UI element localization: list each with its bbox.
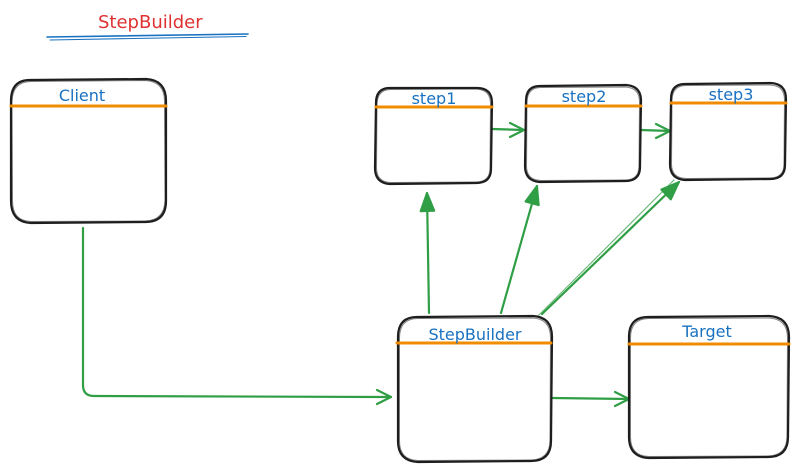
box-stepbuilder[interactable]: StepBuilder xyxy=(395,314,554,464)
edge-line xyxy=(490,127,526,132)
box-target[interactable]: Target xyxy=(627,314,791,460)
edge-line xyxy=(540,180,681,316)
edge-arrowhead xyxy=(524,185,540,207)
title-underline-stroke-2 xyxy=(49,35,247,41)
edge-stepbuilder-to-step3[interactable] xyxy=(537,179,681,317)
box-client-label: Client xyxy=(59,86,105,105)
edge-arrowhead xyxy=(419,192,436,213)
edge-line xyxy=(425,191,431,315)
box-step3-label: step3 xyxy=(709,85,754,104)
edge-line xyxy=(81,226,393,399)
box-step3[interactable]: step3 xyxy=(668,81,788,182)
edge-line-stroke-2 xyxy=(537,179,675,317)
edge-stepbuilder-to-target[interactable] xyxy=(551,390,631,408)
edges-layer xyxy=(81,121,681,408)
edge-stepbuilder-to-step1[interactable] xyxy=(419,191,436,315)
diagram-title: StepBuilder xyxy=(98,12,203,33)
edge-arrowhead xyxy=(508,121,526,139)
edge-step2-to-step3[interactable] xyxy=(639,122,672,140)
box-step1-label: step1 xyxy=(412,89,457,108)
edge-step1-to-step2[interactable] xyxy=(490,121,526,139)
box-step1[interactable]: step1 xyxy=(373,86,494,186)
box-client[interactable]: Client xyxy=(9,77,168,225)
box-step2[interactable]: step2 xyxy=(523,83,643,184)
edge-stepbuilder-to-step2[interactable] xyxy=(499,184,540,315)
edge-line xyxy=(551,396,631,401)
edge-line xyxy=(499,184,539,315)
box-target-label: Target xyxy=(681,322,732,341)
edge-line xyxy=(639,128,672,133)
edge-arrowhead xyxy=(660,181,680,201)
edge-arrowhead xyxy=(375,388,393,406)
box-step2-label: step2 xyxy=(562,87,607,106)
edge-client-to-stepbuilder[interactable] xyxy=(81,226,393,406)
title-underline xyxy=(46,33,249,38)
box-stepbuilder-label: StepBuilder xyxy=(428,325,521,344)
